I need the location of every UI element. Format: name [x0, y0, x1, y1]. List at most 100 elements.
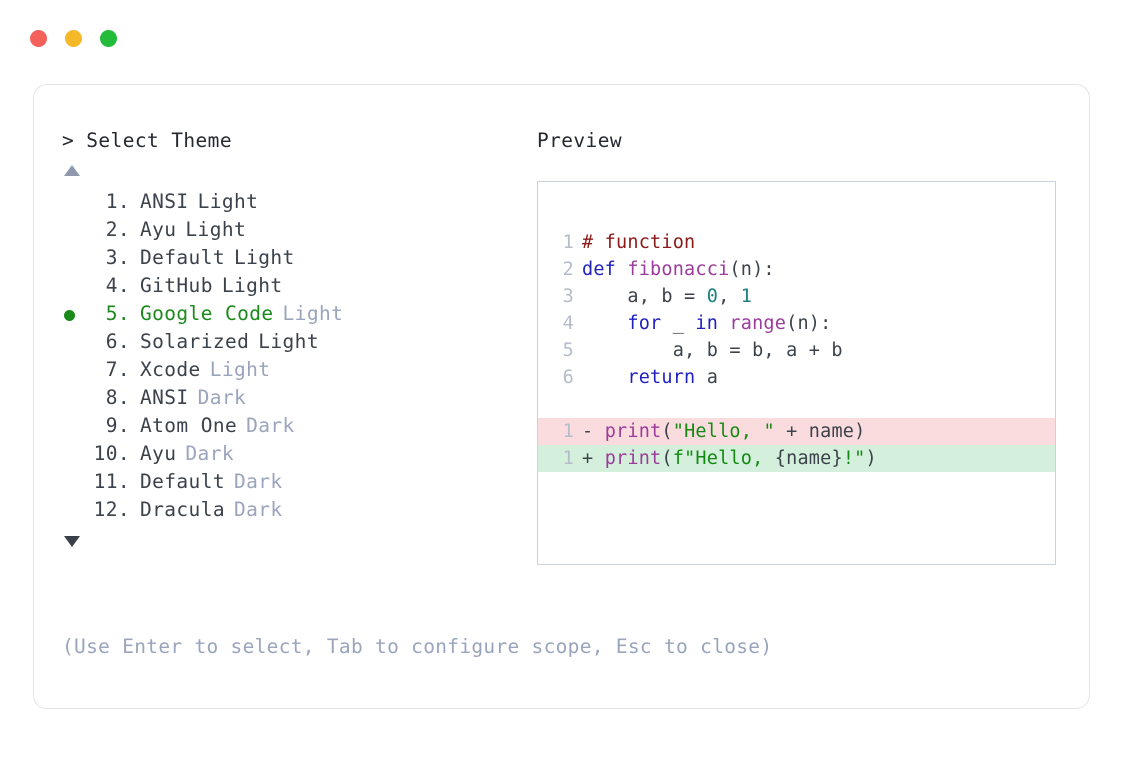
line-number: 2 — [562, 258, 574, 280]
line-number: 3 — [562, 285, 574, 307]
code-token: for — [627, 312, 662, 334]
window-controls — [30, 30, 117, 47]
selection-indicator — [62, 414, 88, 442]
code-token: 1 — [740, 285, 753, 307]
theme-item-index: 3. — [105, 245, 130, 269]
code-token: 0 — [706, 285, 719, 307]
close-button[interactable] — [30, 30, 47, 47]
code-token: def — [582, 258, 628, 280]
code-token: (n): — [786, 312, 832, 334]
code-line: 5 a, b = b, a + b — [538, 337, 1055, 364]
theme-item-index: 2. — [105, 217, 130, 241]
code-line-content: def fibonacci(n): — [582, 256, 1055, 283]
selection-indicator — [62, 386, 88, 414]
selected-dot-icon — [64, 310, 75, 321]
triangle-down-icon[interactable] — [64, 535, 80, 547]
code-token: ( — [661, 420, 673, 442]
theme-item-name: Solarized — [140, 329, 250, 353]
theme-list-item[interactable]: 10. Ayu Dark — [62, 442, 532, 470]
theme-item-name: Default — [140, 245, 225, 269]
selection-indicator — [62, 190, 88, 218]
selection-indicator — [62, 358, 88, 386]
theme-item-name: GitHub — [140, 273, 213, 297]
page-title: > Select Theme — [62, 129, 232, 152]
theme-list-item[interactable]: 11. Default Dark — [62, 470, 532, 498]
theme-item-variant: Dark — [185, 441, 234, 465]
code-token — [582, 313, 627, 334]
theme-item-index: 1. — [105, 189, 130, 213]
code-token: print — [604, 447, 662, 469]
selection-indicator — [62, 498, 88, 526]
selection-indicator — [62, 470, 88, 498]
keyboard-hint: (Use Enter to select, Tab to configure s… — [62, 635, 773, 658]
diff-line-add: 1 + print(f"Hello, {name}!") — [538, 444, 1055, 472]
code-token: {name} — [774, 447, 843, 469]
theme-item-index: 5. — [105, 301, 130, 325]
theme-item-index: 12. — [93, 497, 130, 521]
code-line: 6 return a — [538, 364, 1055, 391]
code-token — [582, 367, 627, 388]
theme-item-name: Ayu — [140, 217, 177, 241]
triangle-up-icon[interactable] — [64, 164, 80, 176]
maximize-button[interactable] — [100, 30, 117, 47]
code-token: fibonacci — [627, 258, 730, 280]
code-line-content: a, b = 0, 1 — [582, 283, 1055, 310]
selection-indicator — [62, 218, 88, 246]
selection-indicator — [62, 330, 88, 358]
code-line: 3 a, b = 0, 1 — [538, 283, 1055, 310]
code-line-content: + print(f"Hello, {name}!") — [582, 445, 1055, 472]
code-token: , — [718, 285, 741, 307]
code-token: f"Hello, — [672, 447, 775, 469]
theme-item-index: 9. — [105, 413, 130, 437]
diff-marker: + — [582, 447, 605, 469]
theme-item-index: 11. — [93, 469, 130, 493]
theme-item-variant: Dark — [233, 469, 283, 493]
theme-item-variant: Light — [233, 245, 295, 269]
selection-indicator — [62, 246, 88, 274]
theme-item-variant: Dark — [246, 413, 295, 437]
theme-item-name: Ayu — [140, 441, 177, 465]
code-token: ( — [661, 447, 673, 469]
code-token: a, b = — [582, 285, 707, 307]
theme-list-item[interactable]: 6. Solarized Light — [62, 330, 532, 358]
selection-indicator — [62, 442, 88, 470]
code-token: !" — [842, 447, 866, 469]
code-line-content: - print("Hello, " + name) — [582, 418, 1055, 445]
code-token: "Hello, " — [672, 420, 775, 442]
theme-item-variant: Light — [282, 301, 344, 325]
selection-indicator — [62, 302, 88, 330]
preview-title: Preview — [537, 129, 622, 152]
theme-item-name: Default — [140, 469, 225, 493]
theme-item-variant: Light — [185, 217, 247, 241]
code-token: + name) — [774, 420, 866, 442]
theme-item-index: 6. — [105, 329, 130, 353]
theme-item-index: 7. — [105, 357, 130, 381]
line-number: 1 — [562, 447, 574, 469]
line-number: 1 — [562, 420, 574, 442]
code-token: _ — [661, 312, 696, 334]
line-number: 5 — [562, 339, 574, 361]
diff-line-del: 1 - print("Hello, " + name) — [538, 417, 1055, 445]
code-token: # function — [582, 231, 696, 253]
theme-list-item[interactable]: 3. Default Light — [62, 246, 532, 274]
line-number: 1 — [562, 231, 574, 253]
code-line-content: for _ in range(n): — [582, 310, 1055, 337]
theme-item-variant: Light — [258, 329, 319, 353]
code-line-content: a, b = b, a + b — [582, 337, 1055, 364]
theme-item-index: 10. — [93, 441, 130, 465]
theme-item-name: Dracula — [140, 497, 225, 521]
minimize-button[interactable] — [65, 30, 82, 47]
theme-list-item[interactable]: 2. Ayu Light — [62, 218, 532, 246]
theme-item-variant: Light — [221, 273, 283, 297]
